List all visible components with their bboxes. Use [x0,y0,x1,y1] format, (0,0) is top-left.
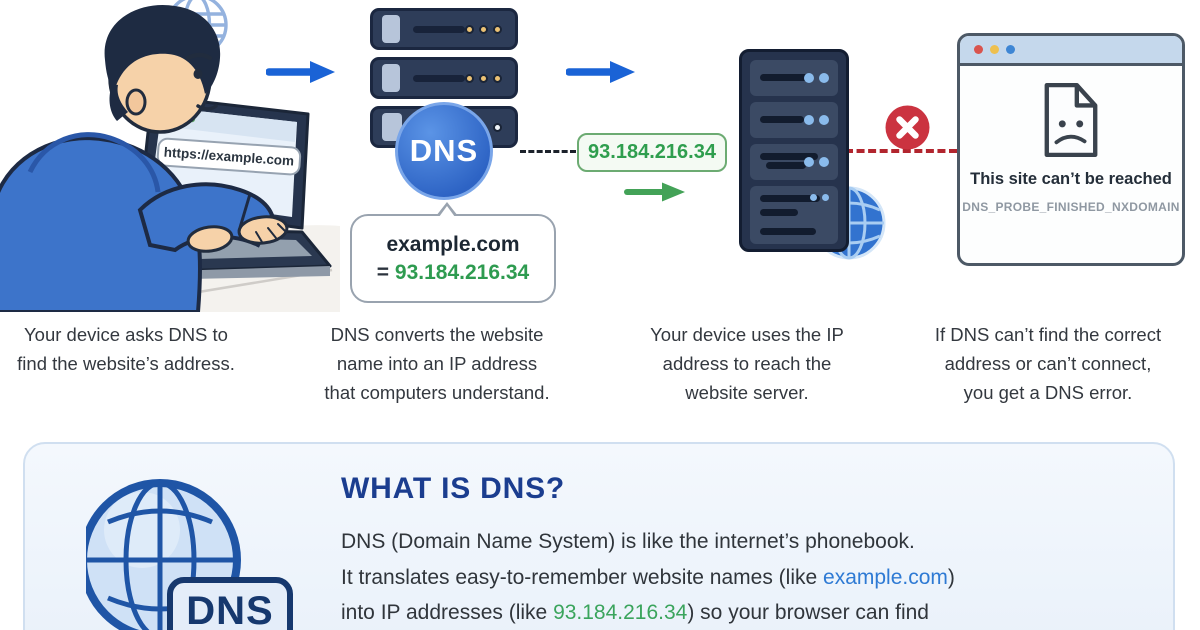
dns-resolution-bubble: example.com = 93.184.216.34 [350,202,556,303]
red-traffic-dot [974,45,983,54]
person [0,4,289,312]
dns-badge-label: DNS [186,589,273,630]
bubble-domain: example.com [386,232,520,256]
error-code: DNS_PROBE_FINISHED_NXDOMAIN [962,200,1180,214]
info-text: ) [947,565,955,589]
window-titlebar [960,36,1182,66]
server-handle [382,15,401,43]
caption-line: address or can’t connect, [944,353,1152,374]
info-line-1: DNS (Domain Name System) is like the int… [341,524,1141,560]
red-dashed-connector [845,149,957,153]
step-caption-2: DNS converts the website name into an IP… [302,320,572,407]
info-line-3: into IP addresses (like 93.184.216.34) s… [341,595,1141,630]
person-laptop-illustration: https://example.com [0,0,340,312]
globe-dns-icon: DNS [86,479,293,630]
arrow-right-icon [266,61,335,83]
dns-circle-badge: DNS [395,102,493,200]
green-arrow-icon [624,182,685,202]
error-browser-window: This site can’t be reached DNS_PROBE_FIN… [957,33,1185,266]
info-text: DNS (Domain Name System) is like the int… [341,530,915,553]
web-server-tower [739,49,849,252]
server-bay [750,102,838,138]
server-unit [370,57,518,99]
server-slot [413,74,465,82]
caption-line: name into an IP address [336,353,538,374]
caption-line: find the website’s address. [17,353,235,374]
bubble-ip: 93.184.216.34 [394,260,530,284]
info-text: It translates easy-to-remember website n… [341,565,824,589]
info-line-2: It translates easy-to-remember website n… [341,560,1141,596]
caption-line: Your device uses the IP [650,324,844,345]
server-bay [750,144,838,180]
browser-url-bar: https://example.com [156,137,302,176]
info-body: DNS (Domain Name System) is like the int… [341,524,1141,630]
ip-address-text: 93.184.216.34 [553,601,688,624]
info-heading: WHAT IS DNS? [341,472,566,505]
caption-line: website server. [685,382,809,403]
server-bay [750,60,838,96]
server-handle [382,64,401,92]
error-x-icon [885,105,930,150]
sad-page-icon [1044,82,1098,158]
server-slot [413,25,465,33]
caption-line: you get a DNS error. [963,382,1133,403]
step-caption-1: Your device asks DNS to find the website… [8,320,244,378]
equals-sign: = [376,260,390,284]
caption-line: If DNS can’t find the correct [934,324,1162,345]
dns-circle-label: DNS [409,133,479,168]
caption-line: Your device asks DNS to [24,324,228,345]
ip-address-box: 93.184.216.34 [577,133,727,172]
arrow-right-icon [566,61,635,83]
example-domain-text: example.com [823,565,948,589]
caption-line: that computers understand. [324,382,550,403]
server-unit [370,8,518,50]
step-caption-3: Your device uses the IP address to reach… [622,320,872,407]
dashed-connector [520,150,576,153]
step-caption-4: If DNS can’t find the correct address or… [902,320,1194,407]
server-bay [750,186,838,244]
ip-address-value: 93.184.216.34 [588,141,716,163]
caption-line: DNS converts the website [330,324,544,345]
bubble-ip-row: = 93.184.216.34 [377,261,529,285]
blue-traffic-dot [1006,45,1015,54]
error-title: This site can’t be reached [970,170,1172,188]
info-text: into IP addresses (like [341,601,554,624]
caption-line: address to reach the [662,353,832,374]
yellow-traffic-dot [990,45,999,54]
info-text: ) so your browser can find [687,601,929,624]
